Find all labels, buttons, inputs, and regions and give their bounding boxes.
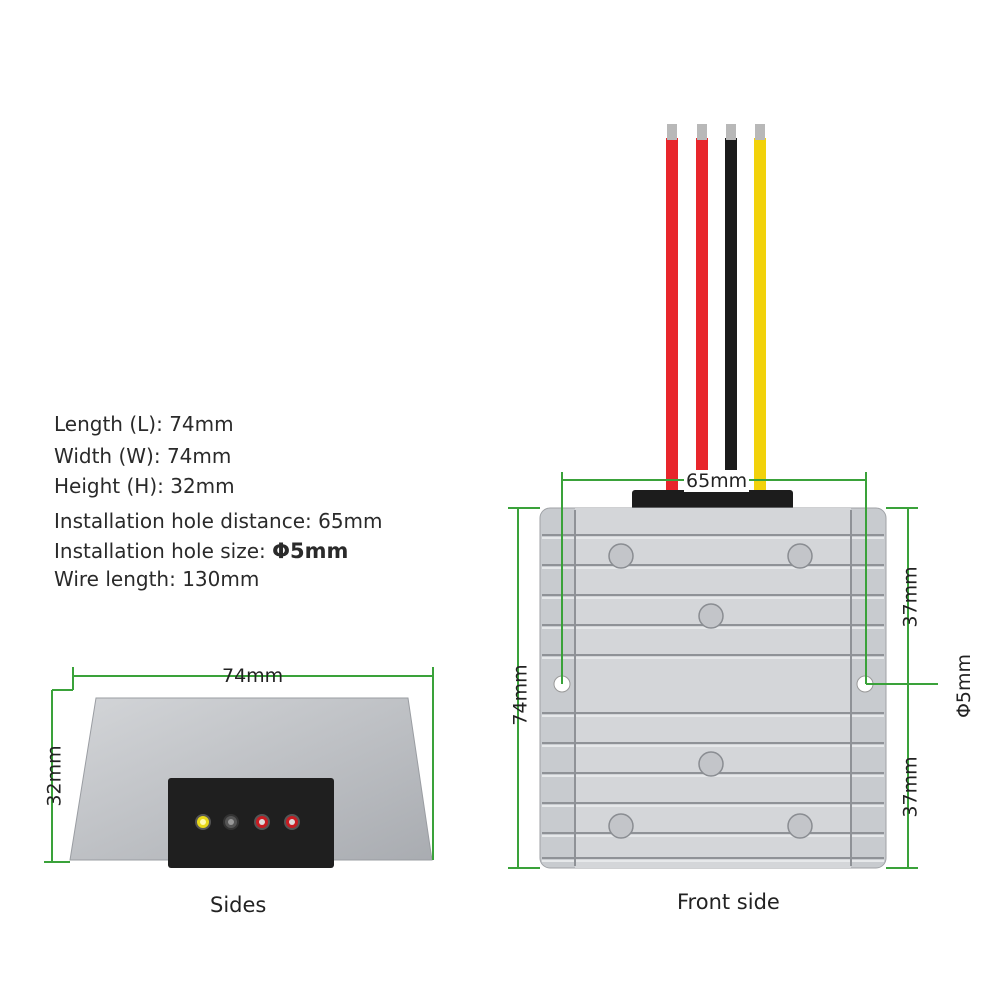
hole-size-label: Φ5mm (953, 653, 976, 719)
bolts (608, 543, 813, 839)
side-caption: Sides (210, 893, 267, 917)
front-dimensions (508, 472, 938, 869)
front-caption: Front side (677, 890, 780, 914)
wire-grommet (632, 490, 793, 510)
spec-hole-distance: Installation hole distance: 65mm (54, 509, 383, 533)
side-width-label: 74mm (222, 665, 284, 687)
spec-wire-length: Wire length: 130mm (54, 567, 260, 591)
wires (666, 124, 766, 498)
upper-half-label: 37mm (899, 566, 922, 628)
side-height-dimension (44, 690, 70, 863)
side-height-label: 32mm (43, 745, 66, 807)
hole-distance-label: 65mm (684, 470, 750, 492)
lower-half-label: 37mm (899, 756, 922, 818)
spec-width: Width (W): 74mm (54, 444, 232, 468)
front-height-label: 74mm (509, 664, 532, 726)
connector-plate (168, 778, 334, 868)
spec-hole-size: Installation hole size: Φ5mm (54, 539, 349, 563)
spec-height: Height (H): 32mm (54, 474, 235, 498)
front-housing (539, 507, 887, 869)
side-width-dimension (52, 667, 434, 860)
spec-length: Length (L): 74mm (54, 412, 234, 436)
